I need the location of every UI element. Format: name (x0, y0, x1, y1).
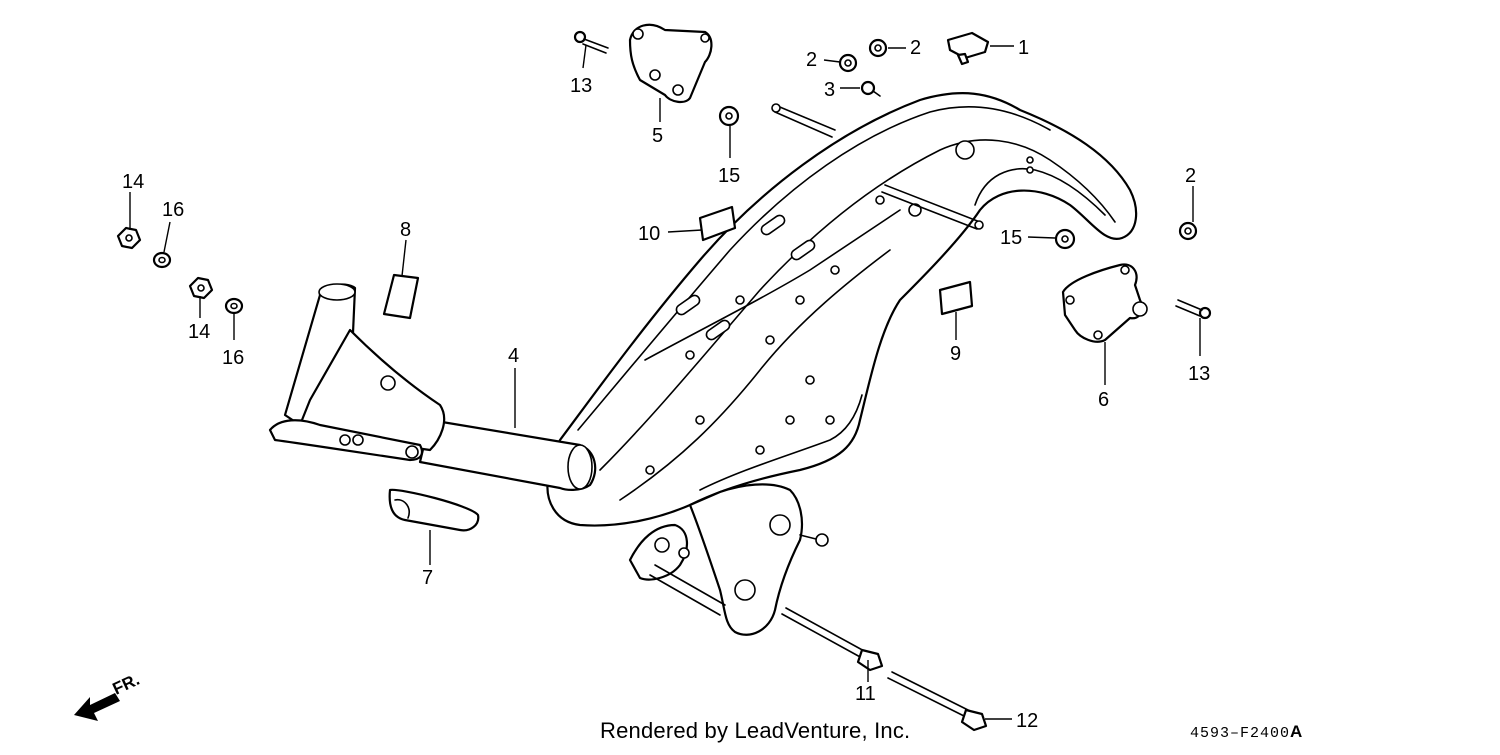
nut-part-14-b (188, 276, 214, 300)
clip-part-1 (946, 31, 990, 66)
callout-3: 3 (824, 79, 835, 101)
callout-2-b: 2 (806, 49, 817, 71)
label-part-9 (938, 280, 974, 316)
cover-part-7 (388, 488, 480, 532)
arrow-left-icon (74, 693, 120, 721)
mount-part-5 (628, 23, 713, 104)
callout-5: 5 (652, 125, 663, 147)
callout-2-c: 2 (1185, 165, 1196, 187)
callout-14-b: 14 (188, 321, 210, 343)
nut-part-14-a (116, 226, 142, 250)
frame-body (546, 92, 1138, 636)
label-part-10 (698, 205, 737, 242)
callout-13-b: 13 (1188, 363, 1210, 385)
bolt-part-11 (781, 607, 884, 672)
callout-2-a: 2 (910, 37, 921, 59)
nut-part-2-a (868, 38, 888, 58)
callout-8: 8 (400, 219, 411, 241)
callout-6: 6 (1098, 389, 1109, 411)
washer-part-16-a (152, 251, 172, 269)
front-direction-arrow: FR. (74, 670, 143, 721)
nut-part-15-a (718, 105, 740, 127)
nut-part-2-c (1178, 221, 1198, 241)
callout-16-a: 16 (162, 199, 184, 221)
callout-10: 10 (638, 223, 660, 245)
bolt-part-13-a (573, 30, 609, 54)
bolt-part-12 (887, 671, 988, 732)
callout-labels: 1 2 2 2 3 4 5 6 7 8 9 10 11 12 13 13 14 … (122, 37, 1210, 732)
screw-part-3 (860, 80, 881, 97)
bolt-part-13-b (1175, 299, 1212, 320)
head-pipe-assembly (268, 283, 597, 491)
callout-12: 12 (1016, 710, 1038, 732)
figure-code: 4593–F2400A (1190, 722, 1303, 742)
nut-part-15-b (1054, 228, 1076, 250)
callout-14-a: 14 (122, 171, 144, 193)
label-part-8 (382, 273, 420, 320)
callout-15-a: 15 (718, 165, 740, 187)
leader-lines (129, 44, 1201, 720)
figure-code-suffix: A (1290, 722, 1304, 741)
callout-9: 9 (950, 343, 961, 365)
callout-11: 11 (855, 683, 876, 705)
figure-code-number: 4593–F2400 (1190, 725, 1291, 742)
render-credit: Rendered by LeadVenture, Inc. (600, 718, 911, 743)
callout-4: 4 (508, 345, 519, 367)
callout-15-b: 15 (1000, 227, 1022, 249)
nut-part-2-b (838, 53, 858, 73)
callout-16-b: 16 (222, 347, 244, 369)
callout-13-a: 13 (570, 75, 592, 97)
mount-part-6 (1061, 263, 1148, 343)
callout-7: 7 (422, 567, 433, 589)
washer-part-16-b (224, 297, 244, 315)
callout-1: 1 (1018, 37, 1029, 59)
